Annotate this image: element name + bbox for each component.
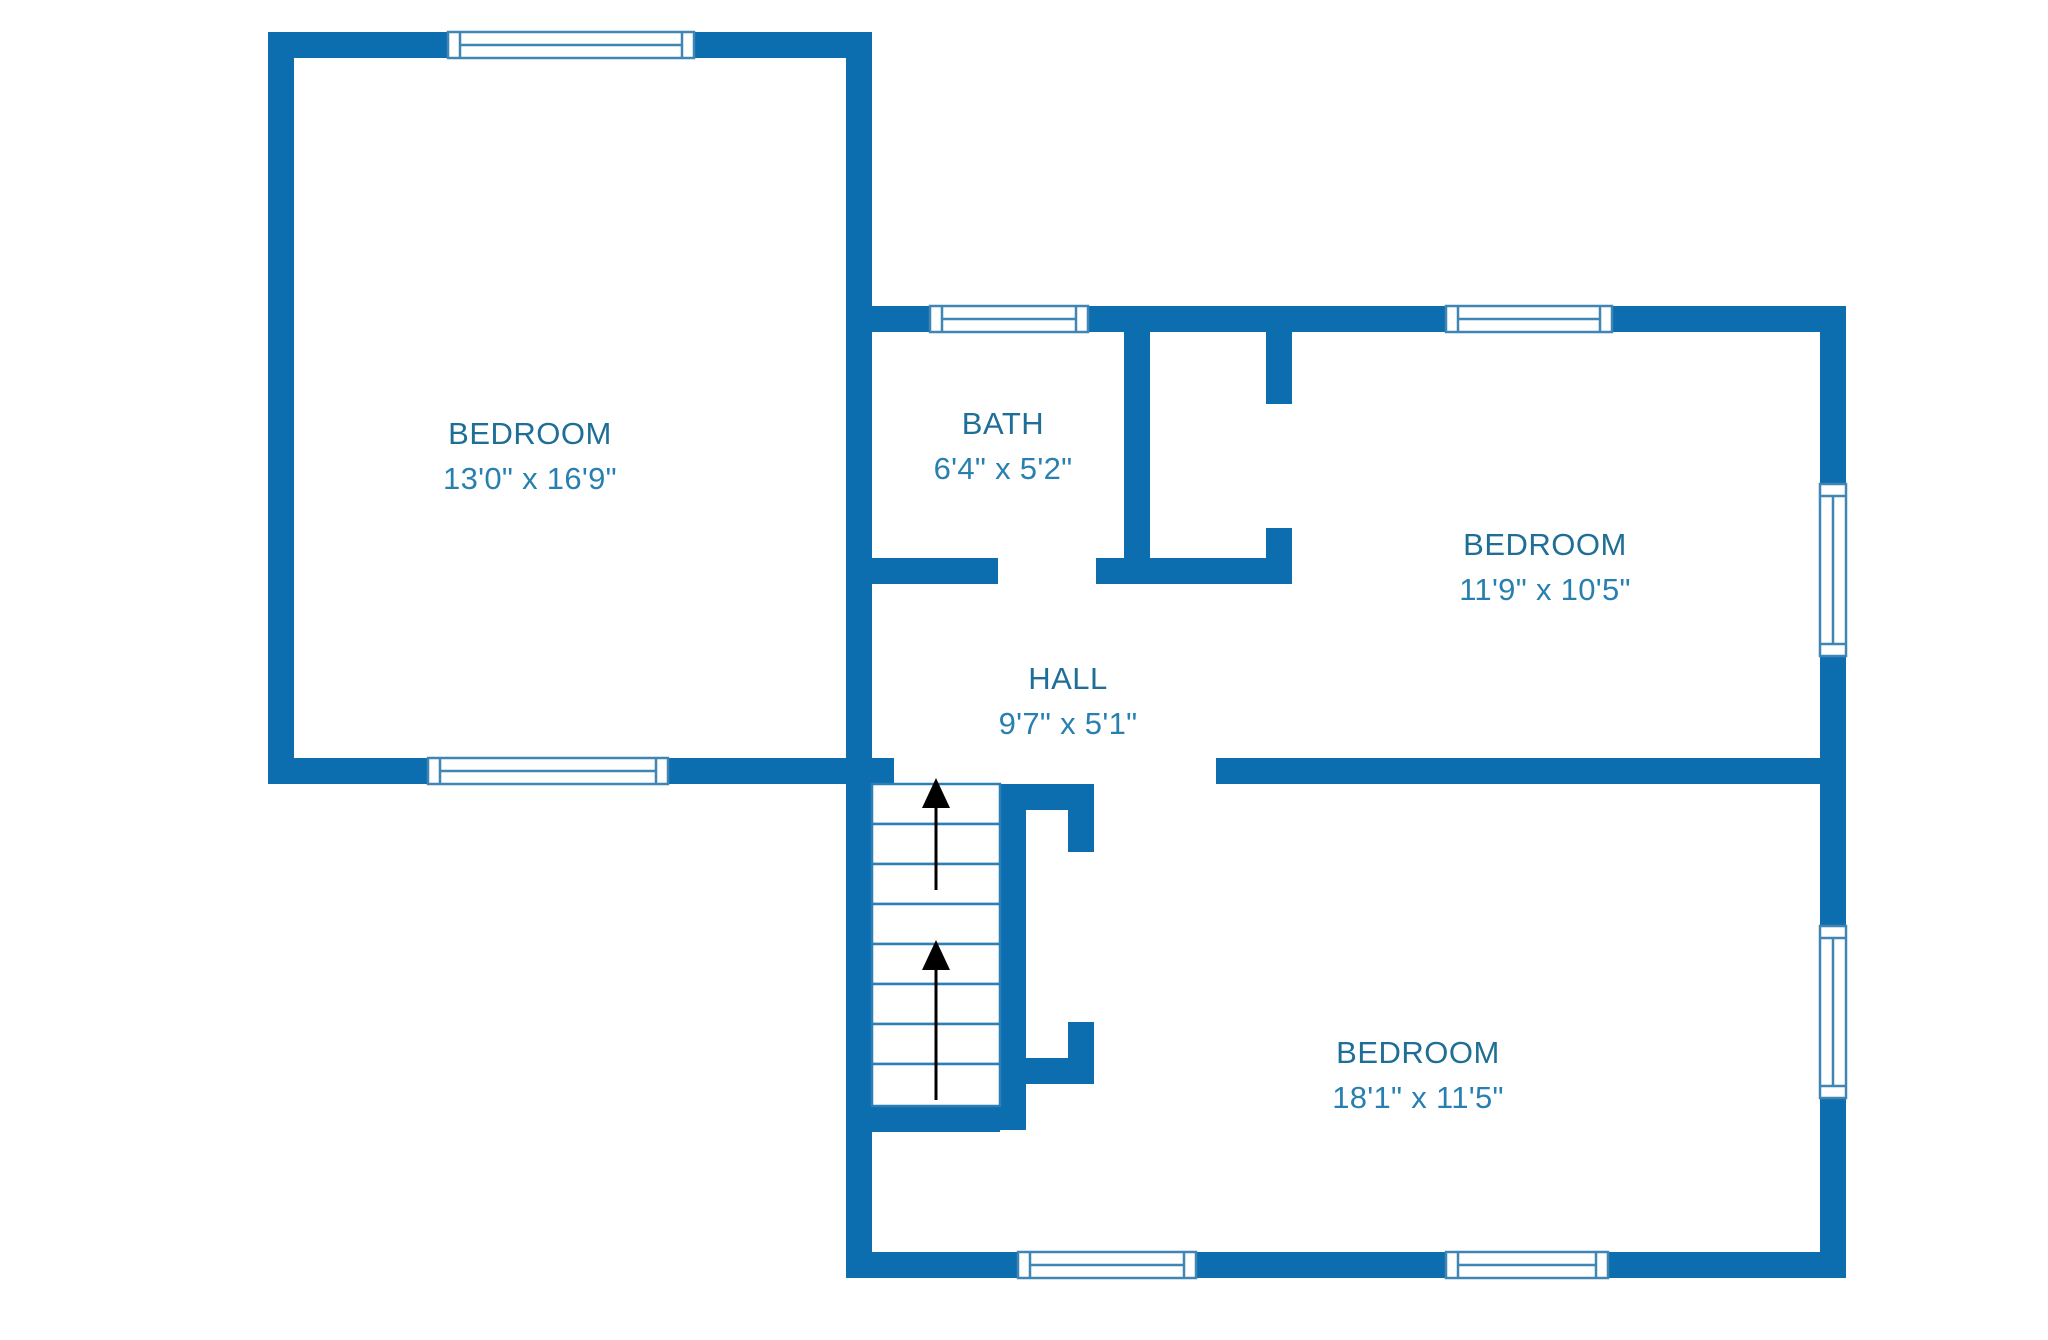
label-bath: BATH 6'4" x 5'2" <box>934 406 1073 486</box>
room-name: HALL <box>1028 661 1108 696</box>
wall-stcloset-bottom <box>1000 1058 1094 1084</box>
arrowhead-up-icon <box>922 778 950 808</box>
wall-hall-ne-horiz <box>1216 758 1846 784</box>
window-top-ne <box>1444 304 1614 334</box>
bath-interior <box>872 332 1124 558</box>
door-gap-bath <box>998 558 1096 584</box>
door-gap-ne-lower <box>1266 624 1292 674</box>
wall-stair-bottom <box>872 1106 1026 1132</box>
stair-tread <box>870 902 1002 946</box>
stair-closet-interior <box>1026 810 1068 1058</box>
room-name: BATH <box>962 406 1044 441</box>
wall-bathcloset-right-upper <box>1266 306 1292 404</box>
label-bedroom-ne: BEDROOM 11'9" x 10'5" <box>1459 527 1631 607</box>
window-bottom-se-left <box>1016 1250 1198 1280</box>
closet-nw-lower-interior <box>744 556 846 758</box>
label-bedroom-se: BEDROOM 18'1" x 11'5" <box>1332 1035 1504 1115</box>
room-dimensions: 11'9" x 10'5" <box>1459 572 1631 607</box>
se-bedroom-interior <box>1094 784 1820 1252</box>
wall-stcloset-right-upper <box>1068 784 1094 852</box>
wall-stair-left <box>846 758 872 1278</box>
door-gap-landing <box>1000 1130 1026 1252</box>
wall-bath-right <box>1124 306 1150 558</box>
door-gap-se-bedroom <box>1094 758 1216 784</box>
door-gap-closet-a <box>718 58 744 170</box>
wall-right-outer <box>1820 306 1846 1278</box>
window-right-ne <box>1818 482 1848 658</box>
stair-direction-arrow-upper <box>922 778 950 890</box>
room-dimensions: 9'7" x 5'1" <box>999 706 1138 741</box>
room-dimensions: 13'0" x 16'9" <box>443 461 617 496</box>
wall-bottom-outer <box>846 1252 1846 1278</box>
wall-left-outer <box>268 32 294 784</box>
bath-closet-interior <box>1150 332 1266 558</box>
window-bottom-se-right <box>1444 1250 1610 1280</box>
label-hall: HALL 9'7" x 5'1" <box>999 661 1138 741</box>
room-labels: BEDROOM 13'0" x 16'9" BATH 6'4" x 5'2" B… <box>443 406 1631 1115</box>
windows <box>426 30 1848 1280</box>
window-top-bath <box>928 304 1090 334</box>
stair-direction-arrow-lower <box>922 940 950 1100</box>
window-bottom-nw <box>426 756 670 786</box>
closet-nw-middle-interior <box>744 196 846 530</box>
door-gap-ne-bedroom <box>1266 404 1292 528</box>
hall-interior <box>872 584 1292 758</box>
door-gap-closet-c <box>718 556 744 758</box>
room-name: BEDROOM <box>1463 527 1627 562</box>
ne-bedroom-interior <box>1292 332 1820 758</box>
window-top-nw <box>446 30 696 60</box>
arrowhead-up-icon <box>922 940 950 970</box>
door-gap-stair-closet <box>1068 852 1094 1022</box>
room-name: BEDROOM <box>1336 1035 1500 1070</box>
wall-bath-bottom-right <box>1096 558 1292 584</box>
wall-nw-right-spine <box>846 32 872 784</box>
room-name: BEDROOM <box>448 416 612 451</box>
wall-bath-bottom-left <box>846 558 998 584</box>
label-bedroom-nw: BEDROOM 13'0" x 16'9" <box>443 416 617 496</box>
door-openings <box>718 58 1292 1252</box>
staircase <box>870 778 1002 1108</box>
room-interiors <box>294 58 1820 1252</box>
room-dimensions: 18'1" x 11'5" <box>1332 1080 1504 1115</box>
room-dimensions: 6'4" x 5'2" <box>934 451 1073 486</box>
door-gap-closet-b <box>718 196 744 530</box>
closet-nw-upper-interior <box>744 58 846 170</box>
window-right-se <box>1818 924 1848 1100</box>
